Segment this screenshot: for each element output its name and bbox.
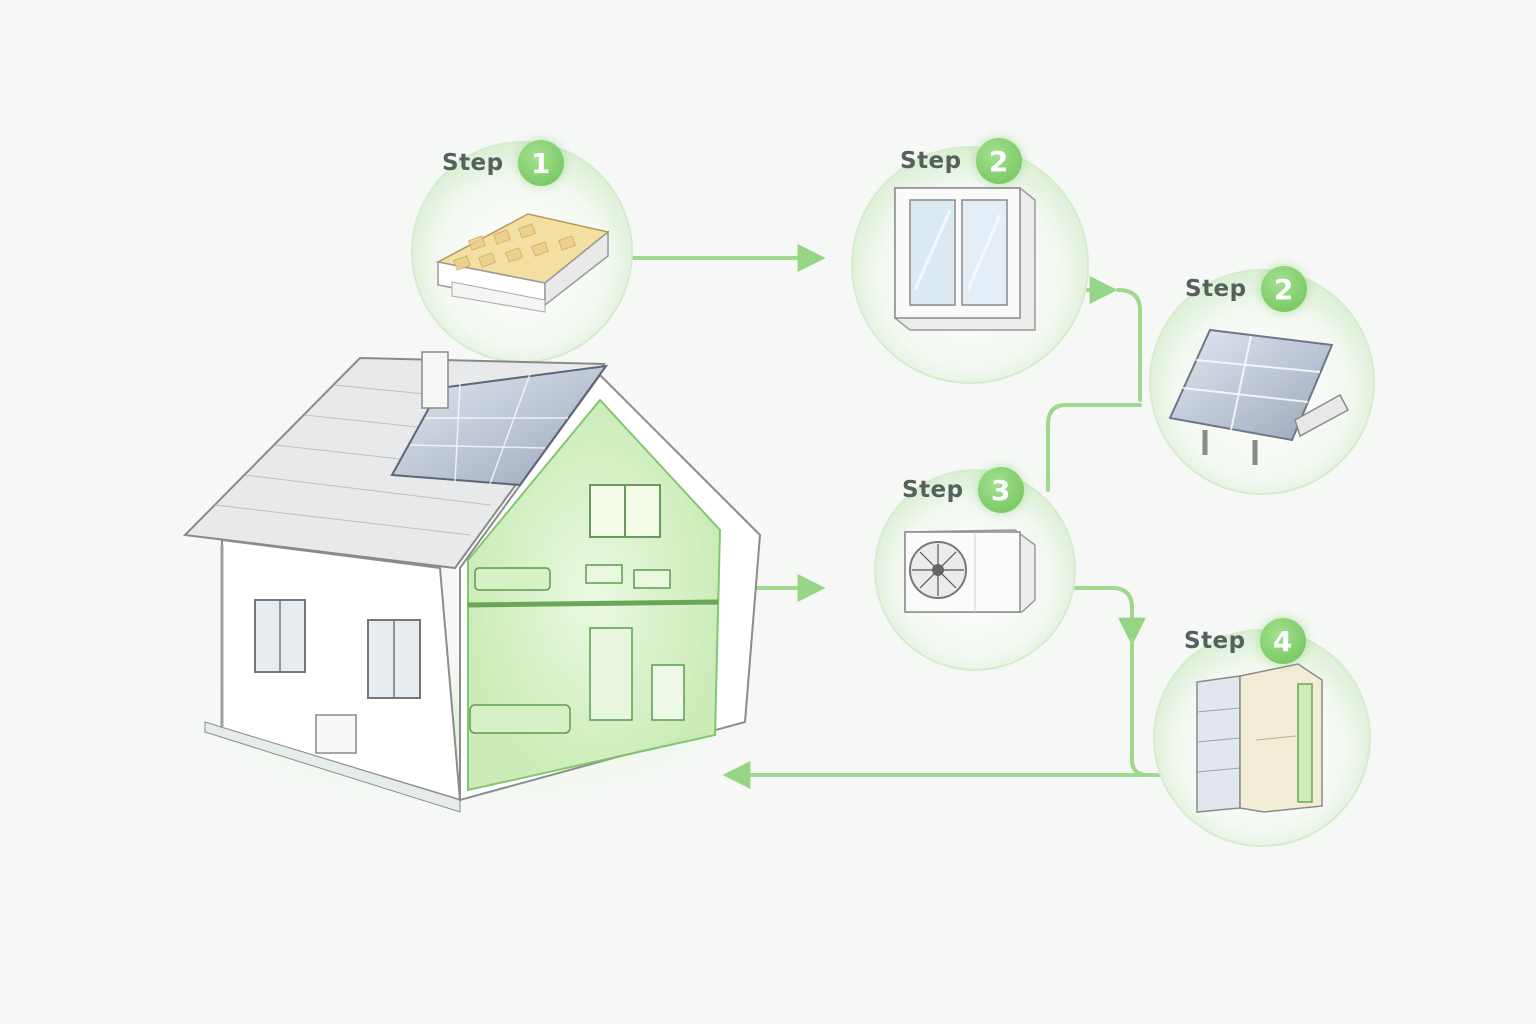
step-word: Step xyxy=(1185,276,1247,302)
house-illustration xyxy=(182,351,762,813)
step-3-label: Step 3 xyxy=(902,467,1024,513)
step-number-badge: 1 xyxy=(517,140,564,186)
wall-insulation-illustration xyxy=(1196,663,1323,813)
step-4-label: Step 4 xyxy=(1184,618,1306,664)
window-illustration xyxy=(894,187,1036,331)
step-number-badge: 2 xyxy=(975,138,1022,184)
step-word: Step xyxy=(902,477,964,503)
step-2-windows-label: Step 2 xyxy=(900,138,1022,184)
step-number-badge: 3 xyxy=(977,467,1024,513)
step-word: Step xyxy=(900,148,962,174)
step-word: Step xyxy=(1184,628,1246,654)
step-number-badge: 2 xyxy=(1260,266,1307,312)
step-number-badge: 4 xyxy=(1259,618,1306,664)
step-1-label: Step 1 xyxy=(442,140,564,186)
heat-pump-illustration xyxy=(904,529,1036,613)
step-2-solar-label: Step 2 xyxy=(1185,266,1307,312)
arrow-heatpump-to-step4 xyxy=(1038,586,1146,646)
step-word: Step xyxy=(442,150,504,176)
insulation-illustration xyxy=(435,213,610,313)
line-to-heatpump xyxy=(1046,403,1142,492)
line-solar-branch xyxy=(1116,288,1142,402)
solar-panel-illustration xyxy=(1168,328,1350,465)
